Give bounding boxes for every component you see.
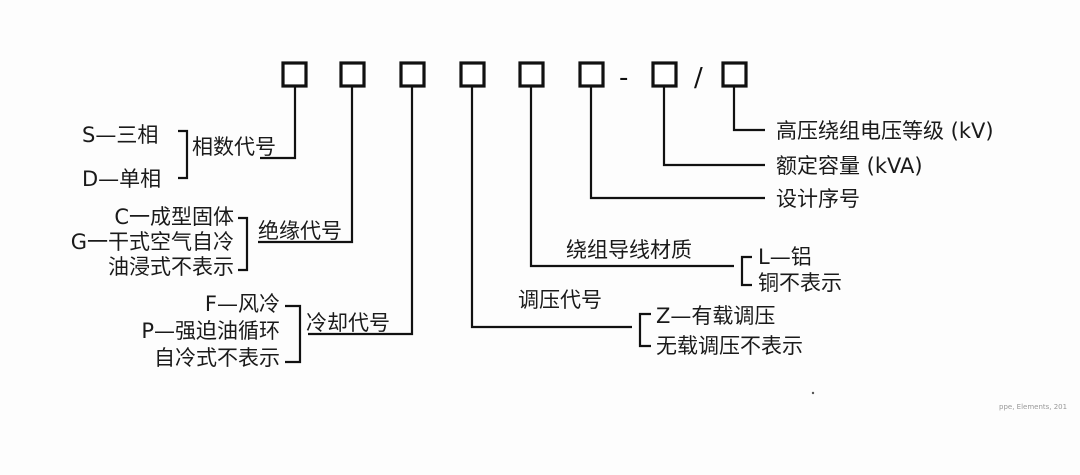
code-box-hv-voltage [721,61,748,88]
cooling-option-forced-oil: P—强迫油循环 [141,319,280,343]
slash-separator: / [694,63,703,93]
design-number-connector [589,86,765,200]
design-number-label: 设计序号 [776,187,860,211]
code-box-rated-capacity [651,61,678,88]
winding-material-connector [529,86,734,268]
hv-voltage-class-label: 高压绕组电压等级 (kV) [776,119,994,143]
phase-bracket [178,129,189,180]
insulation-bracket [238,216,249,272]
voltage-regulation-bracket [638,312,651,348]
cooling-option-air: F—风冷 [205,292,280,316]
stray-dot [811,391,815,395]
code-box-insulation [339,61,366,88]
dash-separator: - [619,63,628,93]
hv-voltage-connector [732,86,765,132]
winding-material-option-copper: 铜不表示 [758,271,842,295]
rated-capacity-label: 额定容量 (kVA) [776,154,923,178]
voltage-regulation-label: 调压代号 [518,288,602,312]
cooling-option-self: 自冷式不表示 [154,346,280,370]
cooling-connector [308,86,414,336]
voltage-regulation-option-onload: Z—有载调压 [656,304,775,328]
insulation-code-label: 绝缘代号 [258,219,342,243]
code-box-winding-material [518,61,545,88]
winding-material-bracket [740,255,752,287]
watermark: ppe, Elements, 201 [999,403,1067,411]
phase-option-single: D—单相 [82,167,161,191]
winding-material-option-aluminum: L—铝 [758,245,812,269]
insulation-option-dry-air: G一干式空气自冷 [71,230,234,254]
phase-option-three: S—三相 [82,123,158,147]
rated-capacity-connector [662,86,765,167]
voltage-regulation-option-offload: 无载调压不表示 [656,334,803,358]
cooling-bracket [285,304,302,364]
voltage-regulation-connector [470,86,632,329]
code-box-cooling [399,61,426,88]
phase-code-label: 相数代号 [192,135,276,159]
code-box-voltage-regulation [459,61,486,88]
cooling-code-label: 冷却代号 [306,311,390,335]
insulation-option-solid: C一成型固体 [114,205,234,229]
insulation-connector [258,86,354,244]
phase-connector [260,86,297,160]
insulation-option-oil: 油浸式不表示 [108,255,234,279]
winding-material-label: 绕组导线材质 [566,238,692,262]
code-box-phase [281,61,308,88]
code-box-design-number [578,61,605,88]
